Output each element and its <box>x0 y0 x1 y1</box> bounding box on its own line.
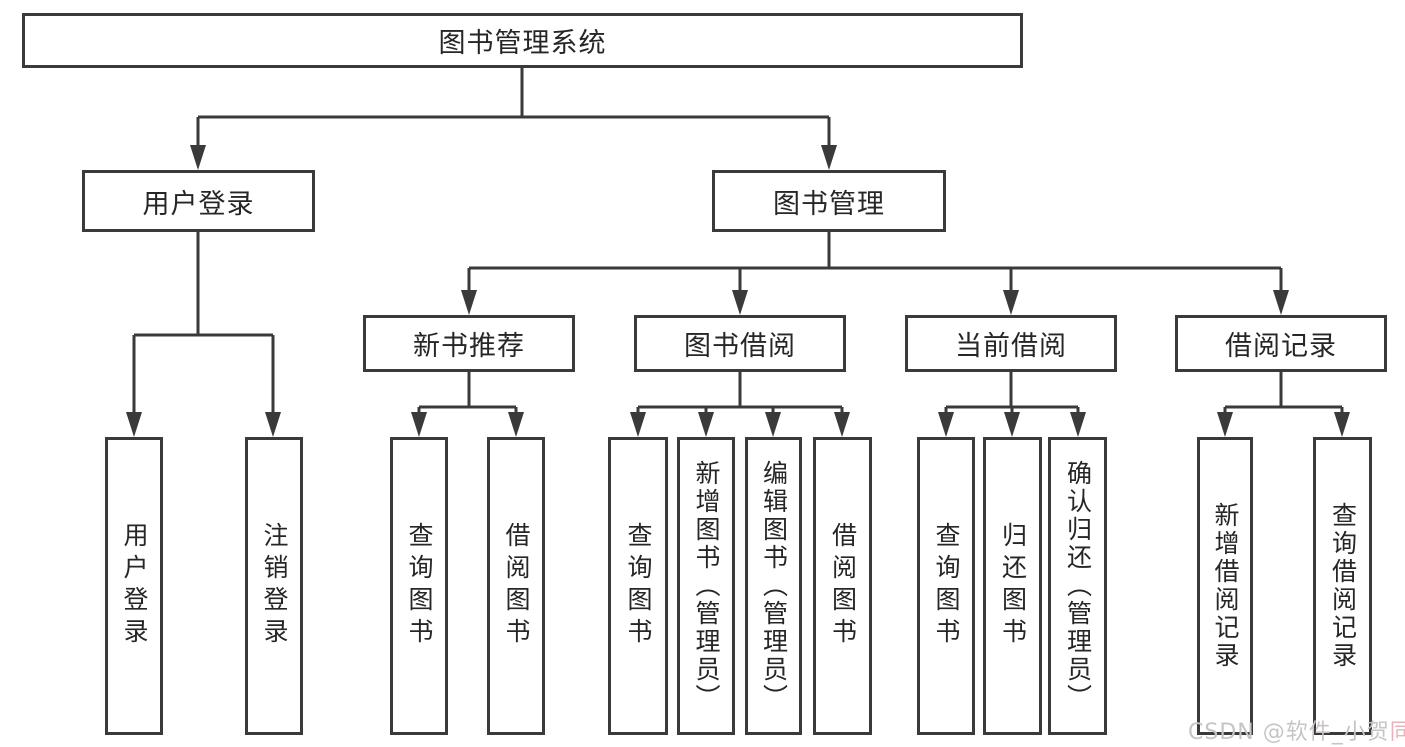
arrowhead <box>1217 412 1233 437</box>
leaf-return-books: 归还图书 <box>983 437 1042 735</box>
leaf-query-books-borrow: 查询图书 <box>608 437 668 735</box>
arrowhead <box>508 412 524 437</box>
arrowheads <box>126 145 1350 437</box>
leaf-query-books-recommend: 查询图书 <box>390 437 448 735</box>
leaf-query-borrow-record: 查询借阅记录 <box>1313 437 1372 735</box>
arrowhead <box>265 412 281 437</box>
node-book-management: 图书管理 <box>712 170 946 232</box>
node-book-borrowing: 图书借阅 <box>634 315 846 372</box>
arrowhead <box>1070 412 1086 437</box>
arrowhead <box>821 145 837 170</box>
leaf-logout: 注销登录 <box>245 437 303 735</box>
arrowhead <box>698 412 714 437</box>
arrowhead <box>190 145 206 170</box>
arrowhead <box>1004 412 1020 437</box>
leaf-user-login: 用户登录 <box>105 437 163 735</box>
arrowhead <box>1273 290 1289 315</box>
leaf-borrow-books-recommend: 借阅图书 <box>487 437 545 735</box>
leaf-edit-book-admin: 编辑图书（管理员） <box>745 437 802 735</box>
leaf-query-books-current: 查询图书 <box>917 437 975 735</box>
arrowhead <box>834 412 850 437</box>
arrowhead <box>938 412 954 437</box>
arrowhead <box>765 412 781 437</box>
arrowhead <box>126 412 142 437</box>
arrowhead <box>1003 290 1019 315</box>
leaf-add-book-admin: 新增图书（管理员） <box>677 437 735 735</box>
leaf-confirm-return-admin: 确认归还（管理员） <box>1048 437 1107 735</box>
arrowhead <box>1334 412 1350 437</box>
leaf-borrow-books: 借阅图书 <box>813 437 872 735</box>
leaf-add-borrow-record: 新增借阅记录 <box>1197 437 1253 735</box>
node-borrowing-records: 借阅记录 <box>1175 315 1387 372</box>
arrowhead <box>630 412 646 437</box>
node-new-book-recommendation: 新书推荐 <box>363 315 575 372</box>
node-library-management-system: 图书管理系统 <box>22 13 1023 68</box>
node-current-borrowing: 当前借阅 <box>905 315 1117 372</box>
arrowhead <box>732 290 748 315</box>
node-user-login: 用户登录 <box>82 170 315 232</box>
connector-shafts <box>132 68 1344 417</box>
arrowhead <box>411 412 427 437</box>
arrowhead <box>461 290 477 315</box>
